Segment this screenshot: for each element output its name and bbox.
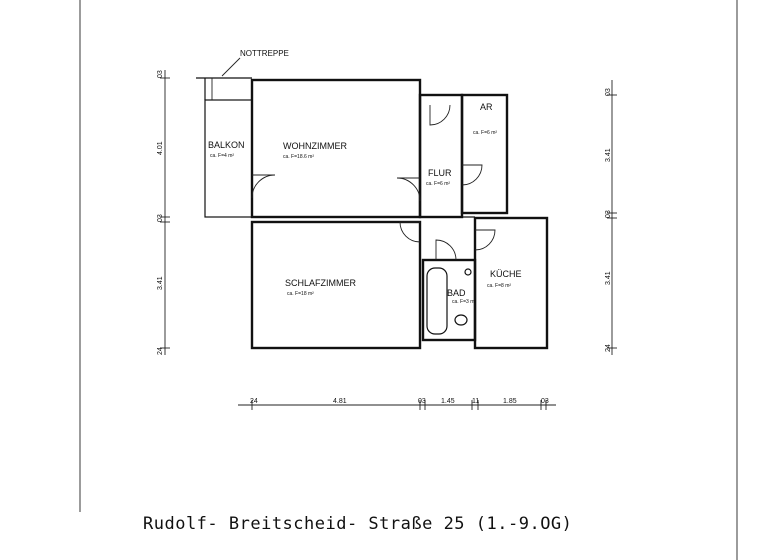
flur-label: FLUR [428, 168, 452, 178]
dim-bottom-e: 11 [472, 398, 479, 405]
flur-area: ca. F=6 m² [426, 181, 450, 187]
door-flur [429, 104, 451, 126]
schlafzimmer-area: ca. F=18 m² [287, 291, 314, 297]
washbasin [464, 268, 472, 276]
door-bad [435, 239, 457, 261]
dim-bottom-f: 1.85 [503, 398, 517, 405]
dim-left-mid: 03 [157, 214, 164, 222]
kueche-label: KÜCHE [490, 269, 522, 279]
bad-area: ca. F=3 m² [452, 299, 476, 305]
dim-left-end-top: 03 [157, 70, 164, 78]
wohnzimmer-area: ca. F=18.6 m² [283, 154, 314, 160]
door-wohnzimmer-flur [396, 177, 421, 202]
dim-right-mid: 03 [605, 210, 612, 218]
dim-right-end-top: 03 [605, 88, 612, 96]
balkon-label: BALKON [208, 140, 245, 150]
toilet [454, 314, 468, 326]
door-ar [461, 164, 483, 186]
dim-bottom-d: 1.45 [441, 398, 455, 405]
nottreppe-leader [221, 57, 241, 77]
flur-walls [418, 93, 464, 219]
dim-left-top: 4.01 [157, 141, 164, 155]
dim-right-bottom: 3.41 [605, 271, 612, 285]
nottreppe-label: NOTTREPPE [240, 49, 289, 58]
ar-label: AR [480, 102, 493, 112]
balkon-outline [204, 99, 253, 218]
door-kueche [474, 229, 496, 251]
dim-left-bottom: 3.41 [157, 276, 164, 290]
kueche-walls [473, 216, 549, 350]
dim-right-top: 3.41 [605, 148, 612, 162]
dim-bottom-c: 03 [418, 398, 426, 405]
ar-walls [460, 93, 509, 215]
dim-bottom-b: 4.81 [333, 398, 347, 405]
address-caption: Rudolf- Breitscheid- Straße 25 (1.-9.OG) [143, 514, 573, 534]
dim-bottom-a: 24 [250, 398, 258, 405]
dim-left-end-bottom: 24 [157, 347, 164, 355]
schlafzimmer-walls [250, 220, 422, 350]
dim-right-end-bottom: 24 [605, 344, 612, 352]
bad-label: BAD [447, 288, 466, 298]
ar-area: ca. F=6 m² [473, 130, 497, 136]
door-wohnzimmer-balkon [251, 174, 276, 199]
wohnzimmer-label: WOHNZIMMER [283, 141, 347, 151]
schlafzimmer-label: SCHLAFZIMMER [285, 278, 357, 288]
balkon-area: ca. F=4 m² [210, 153, 234, 159]
bathtub [426, 267, 448, 335]
door-schlafzimmer [399, 221, 421, 243]
dim-bottom-g: 03 [541, 398, 549, 405]
kueche-area: ca. F=8 m² [487, 283, 511, 289]
